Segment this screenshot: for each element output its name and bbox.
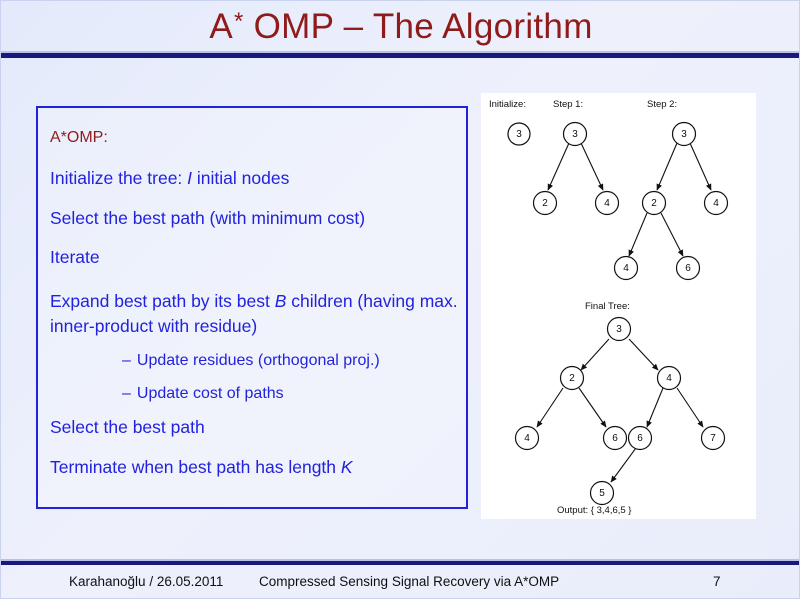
tree-node-value: 3: [516, 129, 522, 140]
algorithm-step-list: A*OMP: Initialize the tree: I initial no…: [50, 130, 462, 498]
tree-node: [703, 190, 729, 216]
tree-step2: 3 2 4 4 6: [613, 121, 729, 281]
footer-rule-highlight: [1, 559, 799, 561]
tree-node: [514, 425, 540, 451]
algorithm-step-select-best-path: Select the best path (with minimum cost): [50, 207, 462, 228]
step-text-pre: Select the best path: [50, 417, 205, 438]
tree-edge: [580, 142, 604, 191]
tree-node: [594, 190, 620, 216]
tree-initialize: 3: [507, 122, 531, 146]
footer-presentation-title: Compressed Sensing Signal Recovery via A…: [259, 574, 560, 589]
step-text-post: children (having max. inner-product with…: [50, 290, 458, 336]
tree-node-value: 2: [569, 373, 575, 384]
tree-edge: [580, 338, 610, 371]
tree-node: [671, 121, 697, 147]
tree-node-value: 4: [524, 433, 530, 444]
title-rest: OMP – The Algorithm: [243, 7, 593, 46]
tree-node: [589, 480, 615, 506]
title-main: A: [209, 7, 233, 46]
title-rule-highlight: [1, 51, 799, 53]
tree-node-value: 2: [651, 198, 657, 209]
label-final-tree: Final Tree:: [585, 301, 630, 312]
label-output: Output: { 3,4,6,5 }: [557, 505, 631, 516]
tree-diagram-panel: Initialize: Step 1: Step 2: 3 3 2 4: [481, 93, 756, 519]
substep-text: Update cost of paths: [136, 385, 284, 403]
tree-node-value: 3: [616, 324, 622, 335]
tree-edge: [578, 387, 607, 428]
tree-node: [627, 425, 653, 451]
algorithm-step-expand: Expand best path by its best B children …: [50, 289, 462, 340]
step-text-pre: Terminate when best path has length: [50, 456, 341, 477]
tree-node-value: 5: [599, 488, 605, 499]
tree-edge: [689, 142, 712, 191]
tree-node-value: 2: [542, 198, 548, 209]
footer-rule: [1, 561, 799, 565]
tree-node-value: 6: [637, 433, 643, 444]
dash-bullet-icon: –: [122, 352, 131, 370]
label-step2: Step 2:: [647, 99, 677, 110]
algorithm-text-box: A*OMP: Initialize the tree: I initial no…: [36, 106, 468, 509]
tree-node-value: 6: [685, 263, 691, 274]
tree-node-value: 4: [623, 263, 629, 274]
tree-node: [606, 316, 632, 342]
tree-edge: [646, 387, 664, 428]
title-rule: [1, 53, 799, 58]
tree-node: [602, 425, 628, 451]
tree-node: [675, 255, 701, 281]
step-text-post: initial nodes: [192, 168, 290, 188]
tree-edge: [676, 387, 704, 428]
tree-node-value: 3: [681, 129, 687, 140]
dash-bullet-icon: –: [122, 385, 131, 403]
tree-node: [507, 122, 531, 146]
label-step1: Step 1:: [553, 99, 583, 110]
footer-author: Karahanoğlu / 26.05.2011: [69, 574, 224, 589]
algorithm-step-iterate: Iterate: [50, 247, 462, 267]
tree-edge: [610, 447, 637, 483]
title-asterisk: *: [233, 8, 244, 35]
tree-edge: [628, 212, 648, 257]
tree-node-value: 7: [710, 433, 716, 444]
step-variable-I: I: [187, 168, 193, 188]
step-text-pre: Select the best path (with minimum cost): [50, 207, 366, 228]
step-text-pre: Iterate: [50, 247, 100, 267]
tree-step1: 3 2 4: [532, 121, 620, 216]
tree-node: [562, 121, 588, 147]
step-text-pre: Initialize the tree:: [50, 168, 188, 188]
tree-edge: [628, 338, 659, 371]
tree-node-value: 4: [604, 198, 610, 209]
tree-node-value: 4: [713, 198, 719, 209]
slide-footer: Karahanoğlu / 26.05.2011 Compressed Sens…: [1, 567, 799, 597]
page-title: A* OMP – The Algorithm: [209, 7, 592, 47]
tree-node: [656, 365, 682, 391]
algorithm-heading: A*OMP:: [50, 129, 108, 146]
tree-edge: [656, 142, 678, 191]
step-variable-B: B: [274, 290, 287, 311]
tree-node: [700, 425, 726, 451]
tree-node: [613, 255, 639, 281]
tree-edge: [536, 387, 564, 428]
algorithm-substep-update-cost: –Update cost of paths: [122, 386, 462, 402]
label-initialize: Initialize:: [489, 99, 526, 110]
algorithm-step-initialize: Initialize the tree: I initial nodes: [50, 168, 462, 188]
step-variable-K: K: [340, 456, 353, 477]
tree-node-value: 6: [612, 433, 618, 444]
step-text-pre: Expand best path by its best: [50, 290, 275, 311]
tree-node-value: 4: [666, 373, 672, 384]
substep-text: Update residues (orthogonal proj.): [136, 352, 380, 370]
tree-node: [641, 190, 667, 216]
tree-edge: [660, 212, 684, 257]
tree-node: [532, 190, 558, 216]
footer-page-number: 7: [713, 574, 721, 589]
algorithm-step-select-best-path-2: Select the best path: [50, 419, 462, 437]
algorithm-step-terminate: Terminate when best path has length K: [50, 456, 462, 477]
tree-node-value: 3: [572, 129, 578, 140]
tree-diagram-svg: Initialize: Step 1: Step 2: 3 3 2 4: [489, 99, 729, 516]
algorithm-substep-update-residues: –Update residues (orthogonal proj.): [122, 353, 462, 369]
tree-final: 3 2 4 4 6 6 7 5: [514, 316, 726, 506]
tree-edge: [547, 142, 570, 191]
title-area: A* OMP – The Algorithm: [1, 1, 799, 53]
tree-node: [559, 365, 585, 391]
